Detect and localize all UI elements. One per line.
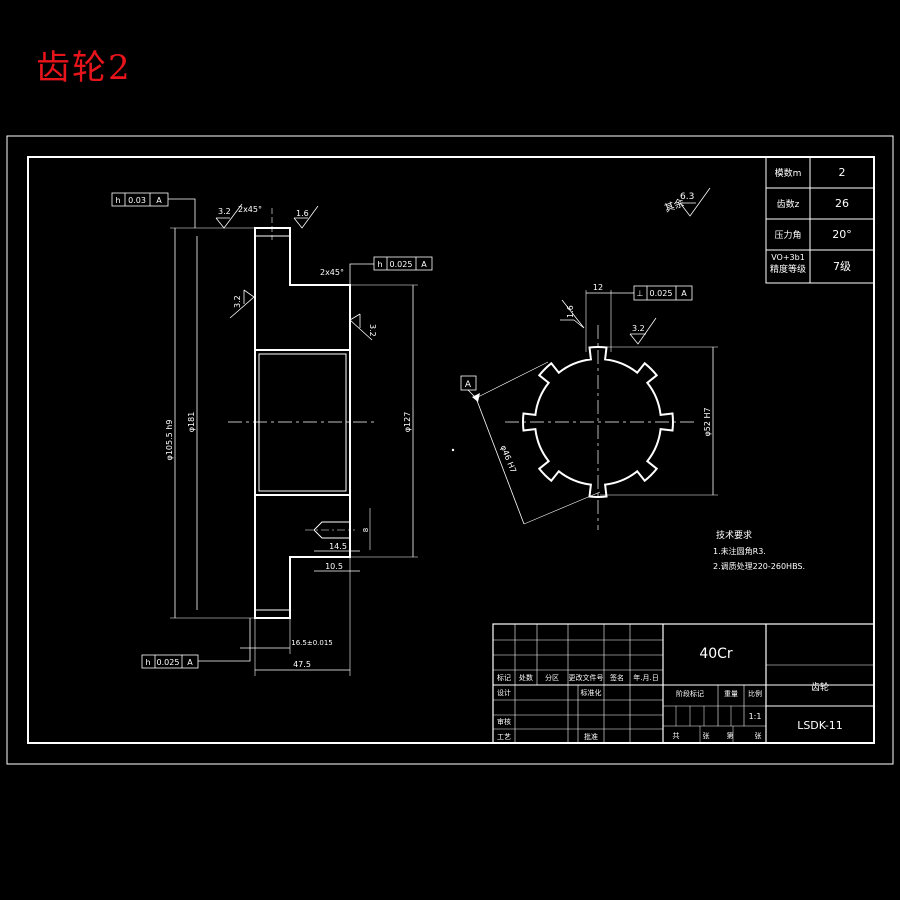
front-roughness-32-symbol bbox=[629, 317, 657, 345]
svg-text:标准化: 标准化 bbox=[581, 688, 602, 697]
front-roughness-16-symbol bbox=[560, 299, 585, 329]
page-title: 齿轮2 bbox=[36, 48, 132, 88]
svg-text:处数: 处数 bbox=[519, 673, 533, 682]
chamfer-2-label: 2x45° bbox=[320, 268, 344, 277]
front-roughness-16-label: 1.6 bbox=[566, 305, 575, 318]
svg-text:更改文件号: 更改文件号 bbox=[569, 673, 604, 682]
svg-text:第: 第 bbox=[727, 731, 734, 740]
front-dim-inner-ext-2 bbox=[523, 491, 601, 525]
side-view-bore bbox=[254, 349, 351, 496]
chamfer-1-label: 2x45° bbox=[238, 205, 262, 214]
svg-text:⊥: ⊥ bbox=[637, 289, 644, 298]
roughness-symbol-right bbox=[349, 313, 373, 341]
roughness-16-label: 1.6 bbox=[296, 209, 309, 218]
title-scale: 1:1 bbox=[749, 712, 762, 721]
title-material: 40Cr bbox=[699, 646, 733, 662]
title-drawing-no: LSDK-11 bbox=[797, 719, 843, 732]
svg-text:A: A bbox=[421, 260, 427, 269]
gear-param-table: 模数m 2 齿数z 26 压力角 20° VO+3b1 精度等级 7级 bbox=[765, 156, 875, 284]
front-dim-inner-line bbox=[475, 397, 525, 525]
svg-text:张: 张 bbox=[755, 731, 762, 740]
title-part-name: 齿轮 bbox=[811, 681, 829, 693]
svg-text:A: A bbox=[156, 196, 162, 205]
svg-text:设计: 设计 bbox=[497, 688, 511, 697]
tolerance-frame-bottom: h 0.025 A bbox=[141, 618, 251, 669]
svg-text:审核: 审核 bbox=[497, 717, 511, 726]
svg-text:0.025: 0.025 bbox=[390, 260, 413, 269]
front-tolerance-frame: ⊥ 0.025 A bbox=[611, 285, 693, 301]
param-value-teeth: 26 bbox=[835, 197, 849, 210]
svg-text:标记: 标记 bbox=[497, 673, 511, 682]
inner-border bbox=[27, 156, 875, 744]
dim-47-label: 47.5 bbox=[293, 660, 311, 669]
dim-hub-label: φ127 bbox=[403, 412, 412, 433]
side-view-tapped-hole bbox=[313, 521, 350, 539]
roughness-symbol-left bbox=[229, 289, 255, 319]
side-view: φ105.5 h9 φ181 φ127 47.5 16.5±0.015 14.5… bbox=[111, 192, 433, 676]
param-label-grade: 精度等级 bbox=[770, 263, 806, 275]
front-dim-outer-label: φ52 H7 bbox=[703, 407, 712, 436]
front-roughness-32-label: 3.2 bbox=[632, 324, 645, 333]
roughness-symbol-top bbox=[215, 203, 243, 229]
svg-text:工艺: 工艺 bbox=[497, 733, 511, 741]
svg-text:A: A bbox=[187, 658, 193, 667]
tech-req-heading: 技术要求 bbox=[716, 529, 752, 541]
reference-dot bbox=[451, 448, 455, 452]
svg-text:批准: 批准 bbox=[584, 732, 598, 741]
svg-text:0.025: 0.025 bbox=[650, 289, 673, 298]
roughness-right-label: 3.2 bbox=[368, 324, 377, 337]
dim-outer-label: φ105.5 h9 bbox=[165, 420, 174, 461]
param-value-angle: 20° bbox=[832, 228, 852, 241]
svg-text:共: 共 bbox=[673, 731, 680, 740]
param-value-module: 2 bbox=[839, 166, 846, 179]
svg-text:签名: 签名 bbox=[610, 673, 624, 682]
svg-text:A: A bbox=[681, 289, 687, 298]
dim-10-label: 10.5 bbox=[325, 562, 343, 571]
param-value-grade: 7级 bbox=[833, 260, 851, 273]
tech-req-item-2: 2.调质处理220-260HBS. bbox=[713, 561, 805, 571]
key-width-label: 12 bbox=[593, 283, 603, 292]
svg-text:重量: 重量 bbox=[724, 690, 738, 698]
svg-text:分区: 分区 bbox=[545, 673, 559, 682]
dim-16-label: 16.5±0.015 bbox=[291, 639, 333, 647]
roughness-symbol-16 bbox=[293, 205, 319, 229]
svg-text:阶段标记: 阶段标记 bbox=[676, 689, 704, 698]
svg-text:张: 张 bbox=[703, 731, 710, 740]
svg-text:0.03: 0.03 bbox=[128, 196, 146, 205]
side-view-outline bbox=[254, 227, 351, 619]
dim-14-label: 14.5 bbox=[329, 542, 347, 551]
front-dim-inner-label: φ46 H7 bbox=[499, 444, 518, 474]
svg-text:h: h bbox=[115, 196, 120, 205]
roughness-note-symbol bbox=[679, 187, 711, 217]
param-label-teeth: 齿数z bbox=[777, 198, 800, 210]
param-label-module: 模数m bbox=[775, 167, 802, 179]
param-note-grade: VO+3b1 bbox=[771, 253, 805, 262]
tolerance-frame-mid: h 0.025 A bbox=[349, 256, 433, 285]
svg-text:h: h bbox=[377, 260, 382, 269]
side-view-bore-inner bbox=[258, 353, 347, 492]
front-view: φ52 H7 φ46 H7 A 12 ⊥ 0.025 A 1.6 3.2 bbox=[451, 187, 718, 530]
roughness-left-label: 3.2 bbox=[233, 295, 242, 308]
svg-text:h: h bbox=[145, 658, 150, 667]
front-dim-inner-ext-1 bbox=[475, 361, 549, 399]
dim-pitch-label: φ181 bbox=[187, 412, 196, 433]
datum-a-label: A bbox=[465, 380, 472, 390]
tech-req-item-1: 1.未注圆角R3. bbox=[713, 546, 766, 556]
svg-text:比例: 比例 bbox=[748, 689, 762, 698]
front-view-spline-bore bbox=[522, 346, 674, 498]
outer-border bbox=[6, 135, 894, 765]
svg-text:0.025: 0.025 bbox=[157, 658, 180, 667]
roughness-note-value: 6.3 bbox=[680, 192, 694, 202]
dim-8-label: 8 bbox=[362, 528, 370, 532]
datum-a-triangle bbox=[472, 393, 480, 402]
title-block: 40Cr 齿轮 LSDK-11 1:1 标记 处数 分区 更改文件号 签名 年.… bbox=[492, 623, 875, 744]
svg-text:年.月.日: 年.月.日 bbox=[633, 673, 658, 682]
param-label-angle: 压力角 bbox=[774, 229, 801, 241]
tolerance-frame-top: h 0.03 A bbox=[111, 192, 196, 228]
roughness-top-label: 3.2 bbox=[218, 207, 231, 216]
tech-requirements: 技术要求 1.未注圆角R3. 2.调质处理220-260HBS. bbox=[713, 529, 805, 571]
